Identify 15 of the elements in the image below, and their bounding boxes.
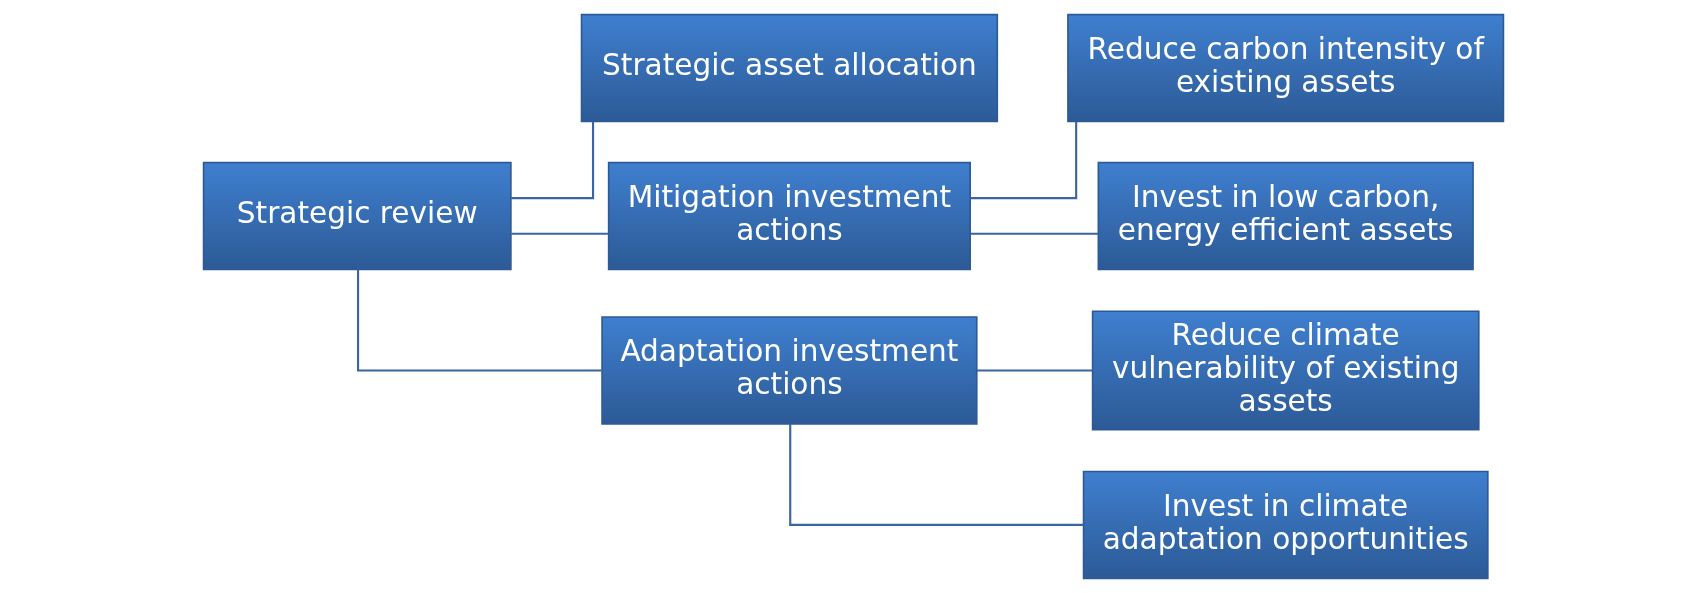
connector <box>511 232 608 235</box>
node-box: Adaptation investment actions <box>601 316 978 425</box>
node-box: Invest in climate adaptation opportunities <box>1082 470 1489 580</box>
connector <box>970 121 1078 200</box>
node-box: Mitigation investment actions <box>607 161 971 271</box>
node-box: Invest in low carbon, energy efficient assets <box>1097 161 1474 271</box>
connector <box>970 232 1099 235</box>
connector <box>977 369 1093 372</box>
node-box: Reduce climate vulnerability of existing assets <box>1091 310 1480 431</box>
connector <box>356 269 602 372</box>
node-box: Reduce carbon intensity of existing assets <box>1067 13 1505 123</box>
connector <box>511 121 595 200</box>
node-box: Strategic review <box>202 161 512 271</box>
node-box: Strategic asset allocation <box>580 13 999 123</box>
connector <box>789 424 1084 526</box>
